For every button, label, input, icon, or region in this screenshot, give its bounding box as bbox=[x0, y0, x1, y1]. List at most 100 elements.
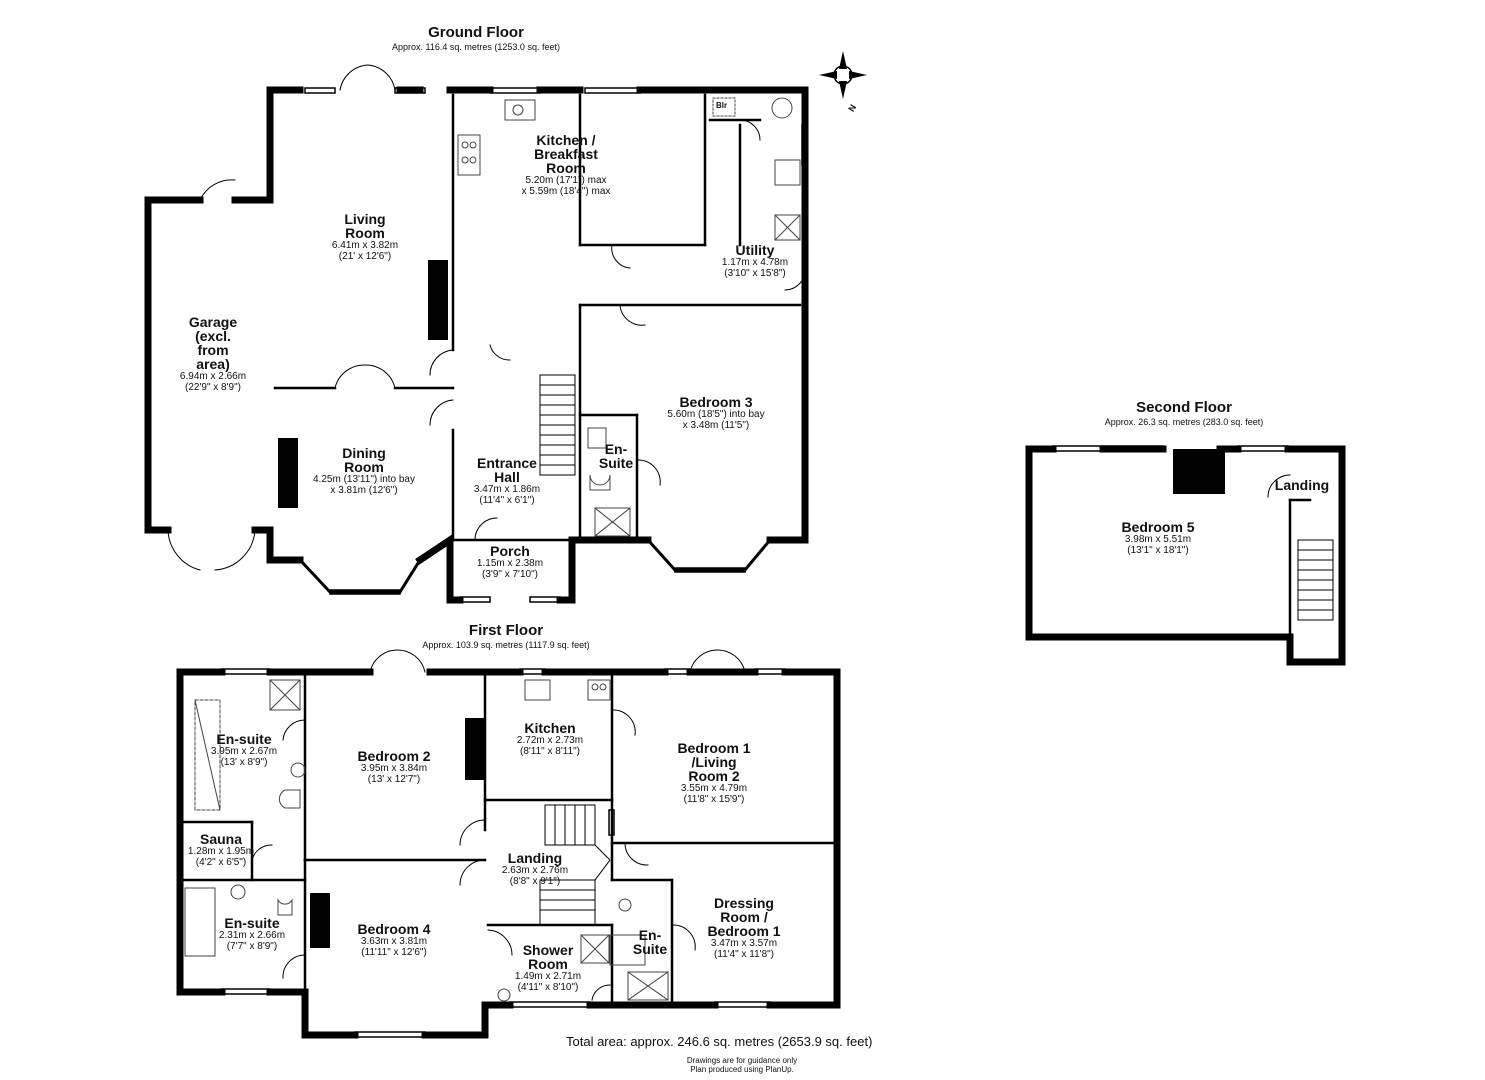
dining-bay bbox=[297, 557, 423, 594]
room-garage: Garage (excl. from area) 6.94m x 2.66m (… bbox=[180, 315, 246, 393]
compass-icon bbox=[819, 51, 867, 99]
dining-chimney bbox=[278, 438, 298, 508]
room-entrance-hall: Entrance Hall 3.47m x 1.86m (11'4" x 6'1… bbox=[474, 456, 540, 506]
ground-floor-inner-walls bbox=[273, 93, 802, 542]
room-first-kitchen: Kitchen 2.72m x 2.73m (8'11" x 8'11") bbox=[517, 721, 583, 757]
room-sauna: Sauna 1.28m x 1.95m (4'2" x 6'5") bbox=[188, 832, 254, 868]
room-name: Entrance Hall bbox=[477, 455, 537, 485]
room-dimension: 3.95m x 2.67m bbox=[210, 746, 278, 757]
room-utility: Utility 1.17m x 4.78m (3'10" x 15'8") bbox=[722, 243, 788, 279]
room-name: Porch bbox=[490, 543, 530, 559]
room-dimension: (13' x 12'7") bbox=[367, 774, 421, 785]
room-name: Bedroom 4 bbox=[357, 921, 431, 937]
room-dimension: x 5.59m (18'4") max bbox=[521, 186, 611, 197]
disclaimer-line: Drawings are for guidance only bbox=[686, 1056, 798, 1065]
room-second-landing: Landing bbox=[1275, 478, 1329, 492]
room-name: En-suite bbox=[216, 731, 272, 747]
ground-floor-title: Ground Floor bbox=[428, 24, 524, 41]
total-area: Total area: approx. 246.6 sq. metres (26… bbox=[566, 1034, 873, 1049]
room-kitchen-breakfast: Kitchen / Breakfast Room 5.20m (17'1") m… bbox=[522, 133, 611, 197]
first-fixtures bbox=[184, 679, 669, 1002]
room-name: Bedroom 2 bbox=[357, 748, 431, 764]
room-bedroom-3: Bedroom 3 5.60m (18'5") into bay x 3.48m… bbox=[667, 395, 764, 431]
first-doors bbox=[251, 649, 746, 1001]
first-floor-title: First Floor bbox=[468, 622, 544, 639]
room-name: Utility bbox=[735, 242, 775, 258]
room-living: Living Room 6.41m x 3.82m (21' x 12'6") bbox=[332, 212, 398, 262]
room-dimension: 3.63m x 3.81m bbox=[360, 936, 428, 947]
room-dimension: (13'1" x 18'1") bbox=[1127, 545, 1189, 556]
room-dimension: 1.17m x 4.78m bbox=[721, 257, 789, 268]
first-floor-area: Approx. 103.9 sq. metres (1117.9 sq. fee… bbox=[422, 640, 590, 650]
room-ground-ensuite: En- Suite bbox=[599, 442, 633, 470]
room-dimension: (11'4" x 6'1") bbox=[479, 495, 535, 506]
ground-fixtures bbox=[457, 97, 801, 537]
room-name: Dressing Room / Bedroom 1 bbox=[707, 895, 781, 939]
second-floor-inner-walls bbox=[1288, 498, 1312, 639]
room-dimension: (22'9" x 8'9") bbox=[185, 382, 241, 393]
room-dimension: 5.60m (18'5") into bay bbox=[667, 409, 765, 420]
second-windows bbox=[1052, 445, 1289, 452]
room-dimension: 4.25m (13'11") into bay bbox=[313, 474, 415, 485]
first-stairs bbox=[539, 804, 611, 926]
room-dimension: 5.20m (17'1") max bbox=[525, 175, 607, 186]
room-dimension: (11'8" x 15'9") bbox=[683, 794, 745, 805]
disclaimer: Drawings are for guidance only Plan prod… bbox=[687, 1056, 797, 1074]
room-name: Garage (excl. from area) bbox=[188, 314, 238, 372]
room-name: Living Room bbox=[344, 211, 386, 241]
room-name: Kitchen bbox=[524, 720, 576, 736]
room-bedroom-1-living-2: Bedroom 1 /Living Room 2 3.55m x 4.79m (… bbox=[677, 741, 750, 805]
room-dimension: 2.72m x 2.73m bbox=[516, 735, 584, 746]
room-dimension: (21' x 12'6") bbox=[338, 251, 392, 262]
room-dimension: (3'9" x 7'10") bbox=[482, 569, 538, 580]
first-floor-walls bbox=[176, 668, 841, 1039]
room-dimension: 1.49m x 2.71m bbox=[514, 971, 582, 982]
room-name: En- Suite bbox=[598, 441, 634, 471]
first-windows bbox=[221, 668, 786, 1038]
room-dimension: 6.41m x 3.82m bbox=[331, 240, 399, 251]
room-dimension: 3.47m x 1.86m bbox=[473, 484, 541, 495]
room-name: Bedroom 1 /Living Room 2 bbox=[677, 740, 751, 784]
boiler-label: Blr bbox=[716, 101, 728, 110]
room-bedroom-5: Bedroom 5 3.98m x 5.51m (13'1" x 18'1") bbox=[1121, 520, 1194, 556]
room-porch: Porch 1.15m x 2.38m (3'9" x 7'10") bbox=[477, 544, 543, 580]
room-dining: Dining Room 4.25m (13'11") into bay x 3.… bbox=[313, 446, 415, 496]
room-shower: Shower Room 1.49m x 2.71m (4'11" x 8'10"… bbox=[515, 943, 581, 993]
second-floor-title: Second Floor bbox=[1136, 399, 1232, 416]
bedroom4-chimney bbox=[310, 893, 330, 948]
room-name: En- Suite bbox=[632, 927, 668, 957]
room-name: Dining Room bbox=[342, 445, 386, 475]
disclaimer-line: Plan produced using PlanUp. bbox=[690, 1065, 794, 1074]
room-name: Kitchen / Breakfast Room bbox=[534, 132, 598, 176]
room-dimension: (4'2" x 6'5") bbox=[195, 857, 247, 868]
room-dimension: x 3.48m (11'5") bbox=[682, 420, 750, 431]
ground-floor-walls bbox=[144, 86, 809, 604]
room-dimension: 1.15m x 2.38m bbox=[476, 558, 544, 569]
room-dimension: x 3.81m (12'6") bbox=[330, 485, 398, 496]
room-dimension: 3.95m x 3.84m bbox=[360, 763, 428, 774]
room-name: En-suite bbox=[224, 915, 280, 931]
room-bedroom-4: Bedroom 4 3.63m x 3.81m (11'11" x 12'6") bbox=[357, 922, 430, 958]
room-dimension: 2.63m x 2.76m bbox=[501, 865, 569, 876]
room-name: Landing bbox=[507, 850, 563, 866]
living-chimney bbox=[428, 260, 448, 340]
bedroom3-bay bbox=[645, 537, 773, 572]
room-dimension: (8'8" x 9'1") bbox=[509, 876, 561, 887]
room-dimension: (13' x 8'9") bbox=[220, 757, 268, 768]
bedroom5-chimney bbox=[1173, 449, 1225, 494]
room-dimension: 2.31m x 2.66m bbox=[218, 930, 286, 941]
first-kitchen-chimney bbox=[465, 718, 485, 780]
room-landing: Landing 2.63m x 2.76m (8'8" x 9'1") bbox=[502, 851, 568, 887]
room-dimension: (3'10" x 15'8") bbox=[724, 268, 786, 279]
room-dimension: 3.47m x 3.57m bbox=[710, 938, 778, 949]
room-ensuite-c: En- Suite bbox=[633, 928, 667, 956]
room-bedroom-2: Bedroom 2 3.95m x 3.84m (13' x 12'7") bbox=[357, 749, 430, 785]
room-dimension: 3.55m x 4.79m bbox=[680, 783, 748, 794]
ground-windows bbox=[304, 87, 808, 603]
room-dimension: 3.98m x 5.51m bbox=[1124, 534, 1192, 545]
second-landing-door bbox=[1267, 474, 1291, 498]
room-name: Shower Room bbox=[522, 942, 574, 972]
room-name: Bedroom 3 bbox=[679, 394, 753, 410]
room-dimension: (8'11" x 8'11") bbox=[519, 746, 581, 757]
ground-doors bbox=[167, 64, 806, 571]
